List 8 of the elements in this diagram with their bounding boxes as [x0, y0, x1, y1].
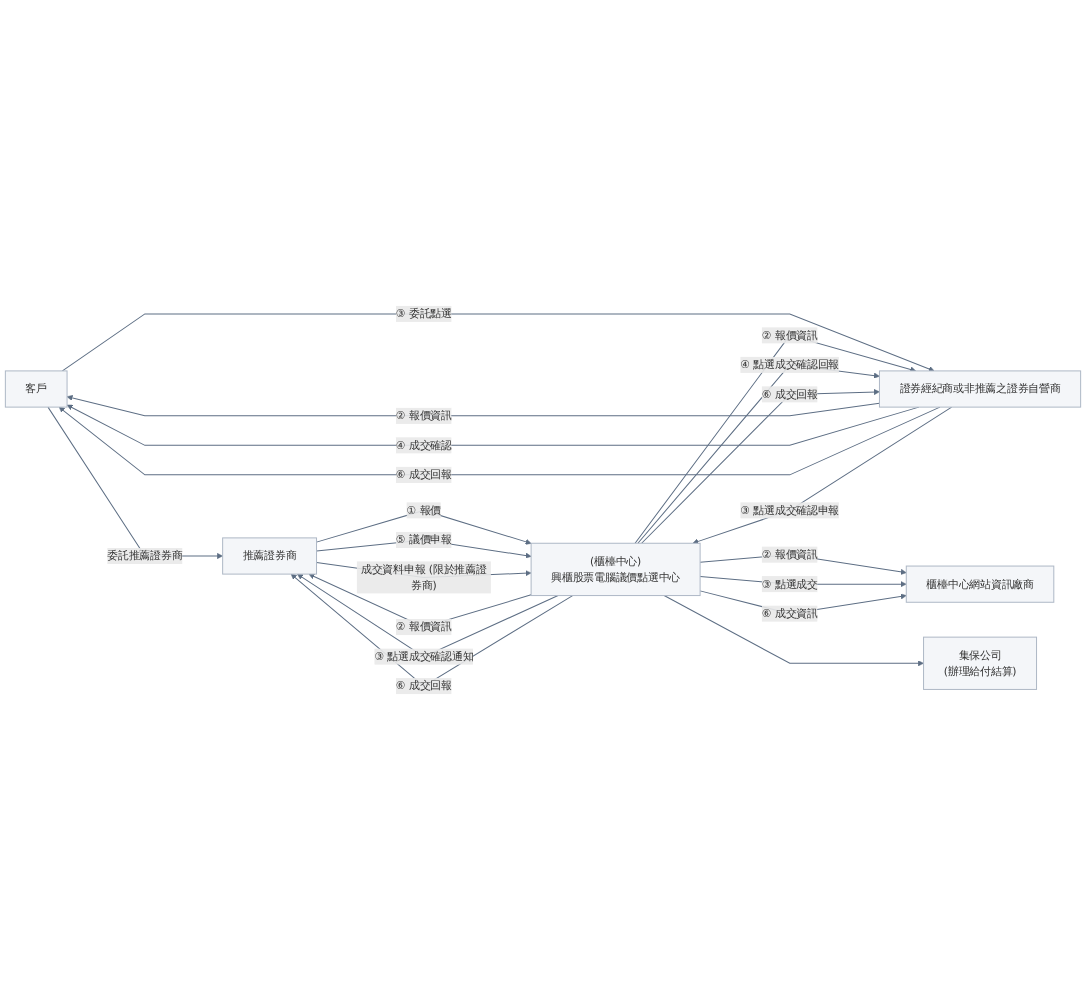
arrow [316, 509, 532, 545]
arrow [58, 406, 941, 476]
arrow [66, 404, 920, 446]
arrow [663, 595, 924, 667]
arrow [61, 313, 935, 372]
arrow [641, 389, 880, 544]
arrow [66, 395, 880, 417]
arrow [692, 406, 953, 545]
